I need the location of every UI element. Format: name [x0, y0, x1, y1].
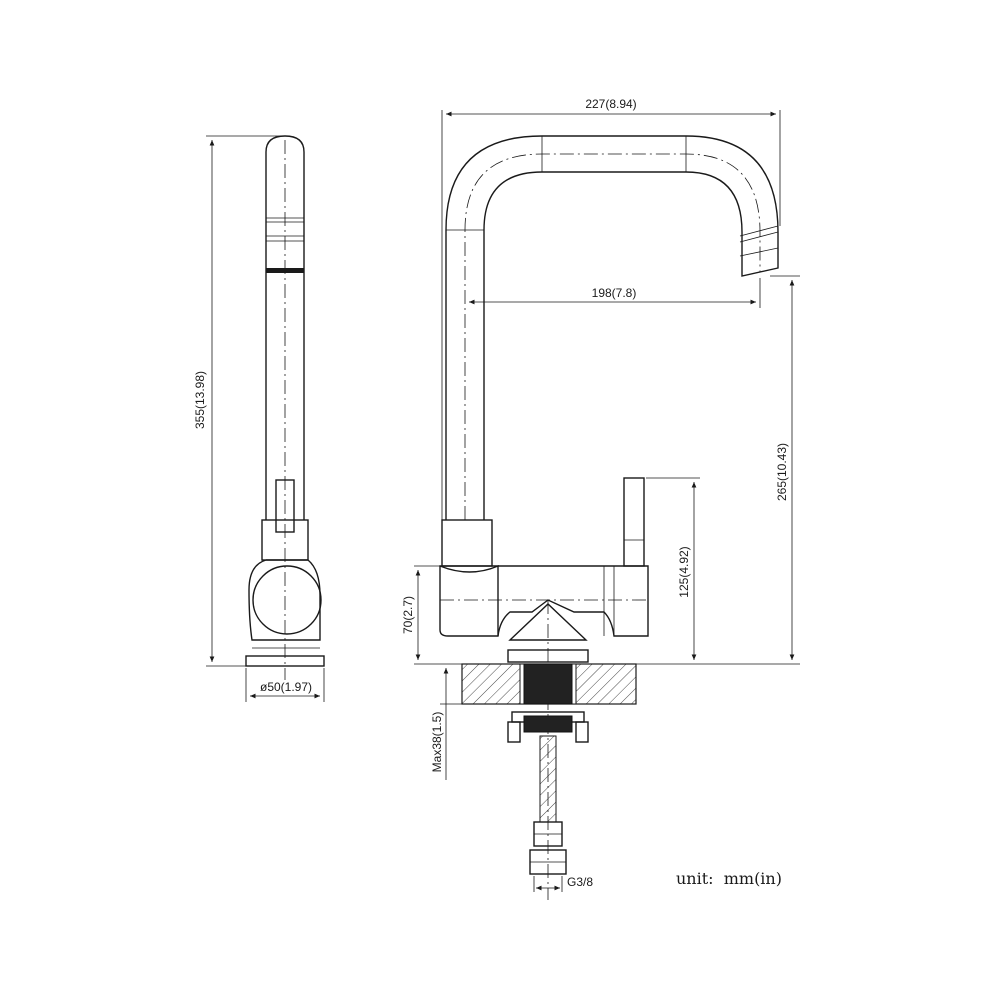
dimension-overall-width: 227(8.94)	[585, 97, 636, 111]
dimension-spout-reach: 198(7.8)	[592, 286, 637, 300]
side-view	[206, 135, 325, 702]
dimension-total-height: 355(13.98)	[193, 371, 207, 429]
dimension-body-height: 70(2.7)	[401, 596, 415, 634]
unit-label: unit: mm(in)	[676, 869, 782, 888]
dimension-inlet-thread: G3/8	[567, 875, 593, 889]
dimension-base-diameter: ø50(1.97)	[260, 680, 312, 694]
front-view	[414, 110, 800, 900]
dimension-handle-height: 125(4.92)	[677, 546, 691, 597]
dimension-deck-thickness: Max38(1.5)	[430, 712, 444, 773]
dimension-spout-height: 265(10.43)	[775, 443, 789, 501]
